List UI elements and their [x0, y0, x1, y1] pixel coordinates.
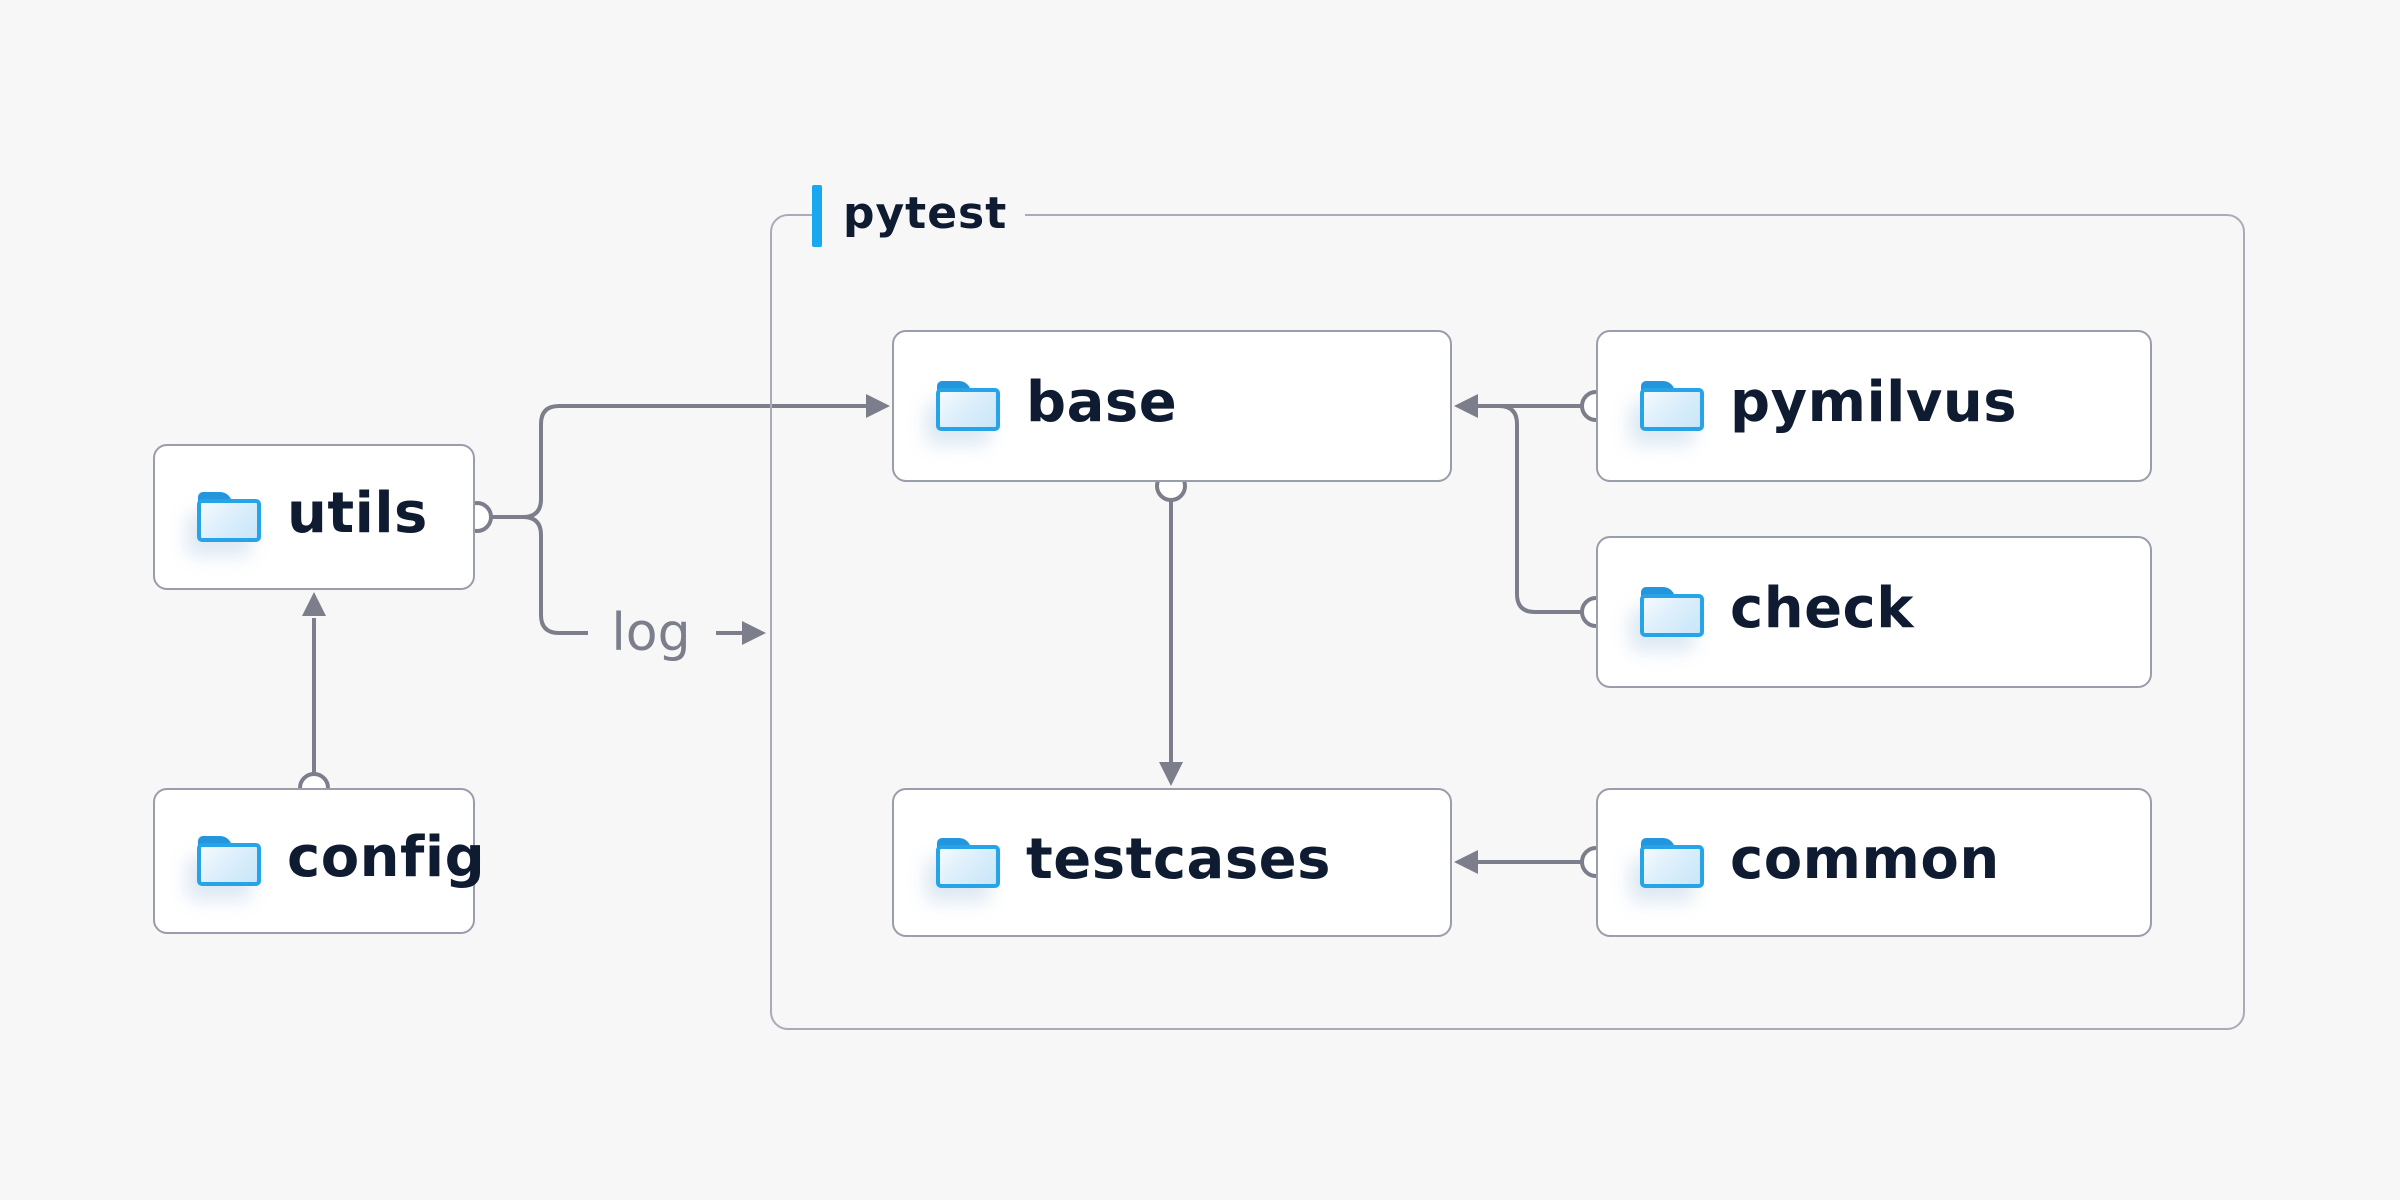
node-base-label: base	[1026, 370, 1178, 435]
node-common-label: common	[1730, 826, 2000, 892]
node-config: config	[153, 788, 485, 934]
arrowhead-base-to-testcases	[1159, 762, 1183, 786]
arrowhead-config-to-utils	[302, 592, 326, 616]
edge-utils-to-log	[522, 515, 588, 635]
arrowhead-into-base-right	[1454, 394, 1478, 418]
node-check-label: check	[1730, 576, 1914, 641]
node-config-label: config	[287, 825, 486, 890]
arrowhead-common-to-testcases	[1454, 850, 1478, 874]
accent-bar-icon	[812, 185, 822, 247]
group-pytest-label-text: pytest	[843, 188, 1008, 239]
node-base: base	[892, 330, 1452, 482]
arrowhead-log-to-group	[742, 621, 766, 645]
folder-icon	[197, 836, 261, 886]
folder-icon	[1640, 587, 1704, 637]
node-pymilvus-label: pymilvus	[1730, 370, 2018, 435]
group-pytest-label: pytest	[812, 185, 1026, 247]
arrowhead-utils-to-base	[866, 394, 890, 418]
edge-label-log: log	[611, 603, 691, 663]
folder-icon	[1640, 381, 1704, 431]
node-check: check	[1596, 536, 2152, 688]
node-pymilvus: pymilvus	[1596, 330, 2152, 482]
node-testcases-label: testcases	[1026, 826, 1331, 892]
edge-check-to-base	[1476, 404, 1582, 614]
node-utils-label: utils	[287, 481, 428, 546]
node-testcases: testcases	[892, 788, 1452, 937]
group-pytest	[770, 214, 2245, 1030]
node-common: common	[1596, 788, 2152, 937]
node-utils: utils	[153, 444, 475, 590]
folder-icon	[936, 837, 1000, 888]
folder-icon	[936, 381, 1000, 431]
folder-icon	[1640, 837, 1704, 888]
folder-icon	[197, 492, 261, 542]
